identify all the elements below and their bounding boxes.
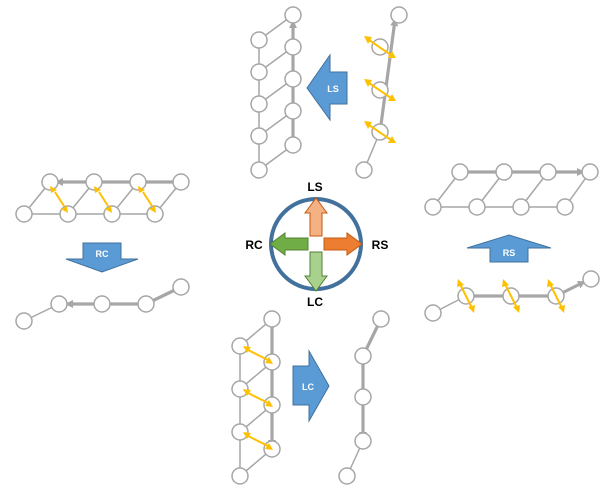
top-chain — [355, 6, 408, 179]
ls-arrow — [304, 197, 328, 237]
right-chain — [424, 270, 600, 322]
lc-label: LC — [307, 295, 323, 309]
bottom-chain — [338, 310, 390, 485]
rc-block-arrow: RC — [65, 242, 139, 273]
lc-block-label: LC — [302, 382, 314, 392]
bottom-lattice — [231, 310, 281, 485]
rs-block-arrow: RS — [466, 234, 552, 263]
ls-label: LS — [307, 180, 322, 194]
top-lattice — [250, 6, 302, 179]
bottom-lattice-markers — [243, 346, 273, 450]
rs-arrow — [323, 232, 363, 256]
left-lattice — [15, 173, 190, 223]
right-lattice — [424, 163, 599, 216]
right-chain-markers — [457, 279, 565, 313]
lc-block-arrow: LC — [292, 349, 330, 423]
ls-block-arrow: LS — [306, 53, 348, 122]
rc-label: RC — [245, 238, 263, 252]
rc-arrow — [269, 232, 309, 256]
rc-block-label: RC — [96, 249, 109, 259]
ls-block-label: LS — [327, 84, 339, 94]
left-chain — [15, 278, 190, 330]
rs-label: RS — [372, 238, 389, 252]
center-compass: LS RS LC RC — [245, 180, 388, 309]
top-chain-markers — [364, 36, 396, 143]
lc-arrow — [304, 251, 328, 292]
left-lattice-markers — [50, 186, 156, 213]
rs-block-label: RS — [503, 248, 516, 258]
